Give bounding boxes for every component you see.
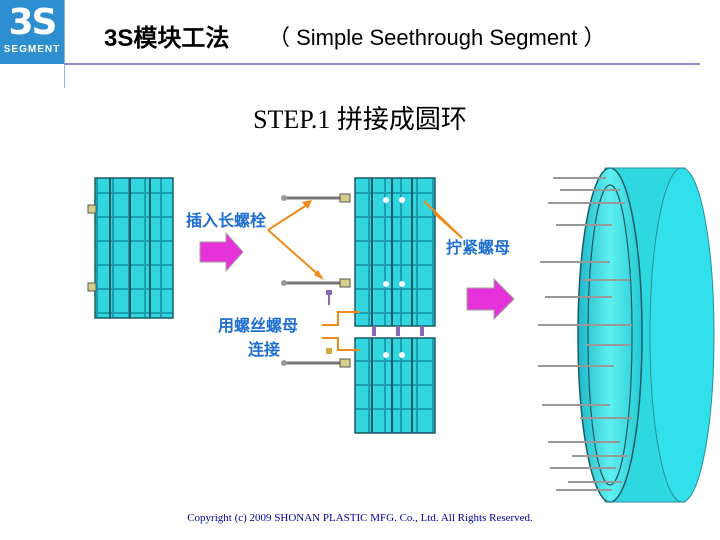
small-screw-lower (326, 348, 332, 354)
logo-mark: 3S (8, 2, 58, 43)
segment-logo: 3S SEGMENT (0, 0, 64, 64)
logo-wordmark: SEGMENT (3, 44, 61, 55)
single-segment-panel (87, 177, 174, 319)
lower-segment-panel (354, 337, 436, 434)
callout-tighten-nut: 拧紧螺母 (446, 240, 511, 257)
callout-connect-line2: 连接 (248, 342, 281, 359)
arrow-right-1 (199, 231, 244, 273)
callout-insert-bolt: 插入长螺栓 (186, 213, 267, 230)
ring-bolts (538, 177, 632, 491)
long-bolt-top (281, 193, 351, 203)
page-subtitle: （ Simple Seethrough Segment ） (268, 25, 606, 50)
arrow-right-2 (466, 277, 515, 321)
assembled-ring (577, 167, 715, 503)
long-bolt-bottom (281, 358, 351, 368)
page-title: 3S模块工法 (104, 25, 230, 52)
callout-connect-line1: 用螺丝螺母 (218, 318, 299, 335)
copyright-footer: Copyright (c) 2009 SHONAN PLASTIC MFG. C… (187, 512, 533, 524)
small-screw-upper (326, 290, 332, 305)
step-title: STEP.1 拼接成圆环 (253, 105, 467, 134)
callout-lines-tighten (423, 200, 463, 239)
callout-arrowhead-1 (302, 200, 312, 209)
upper-segment-panel (354, 177, 436, 327)
header-rule (64, 63, 700, 65)
callout-lines-insert (267, 202, 323, 279)
connection-bolts (372, 326, 424, 336)
long-bolt-middle (281, 278, 351, 288)
header-vertical-rule (64, 0, 65, 88)
callout-arrowhead-2 (314, 270, 324, 280)
callout-lines-connect (322, 311, 360, 351)
